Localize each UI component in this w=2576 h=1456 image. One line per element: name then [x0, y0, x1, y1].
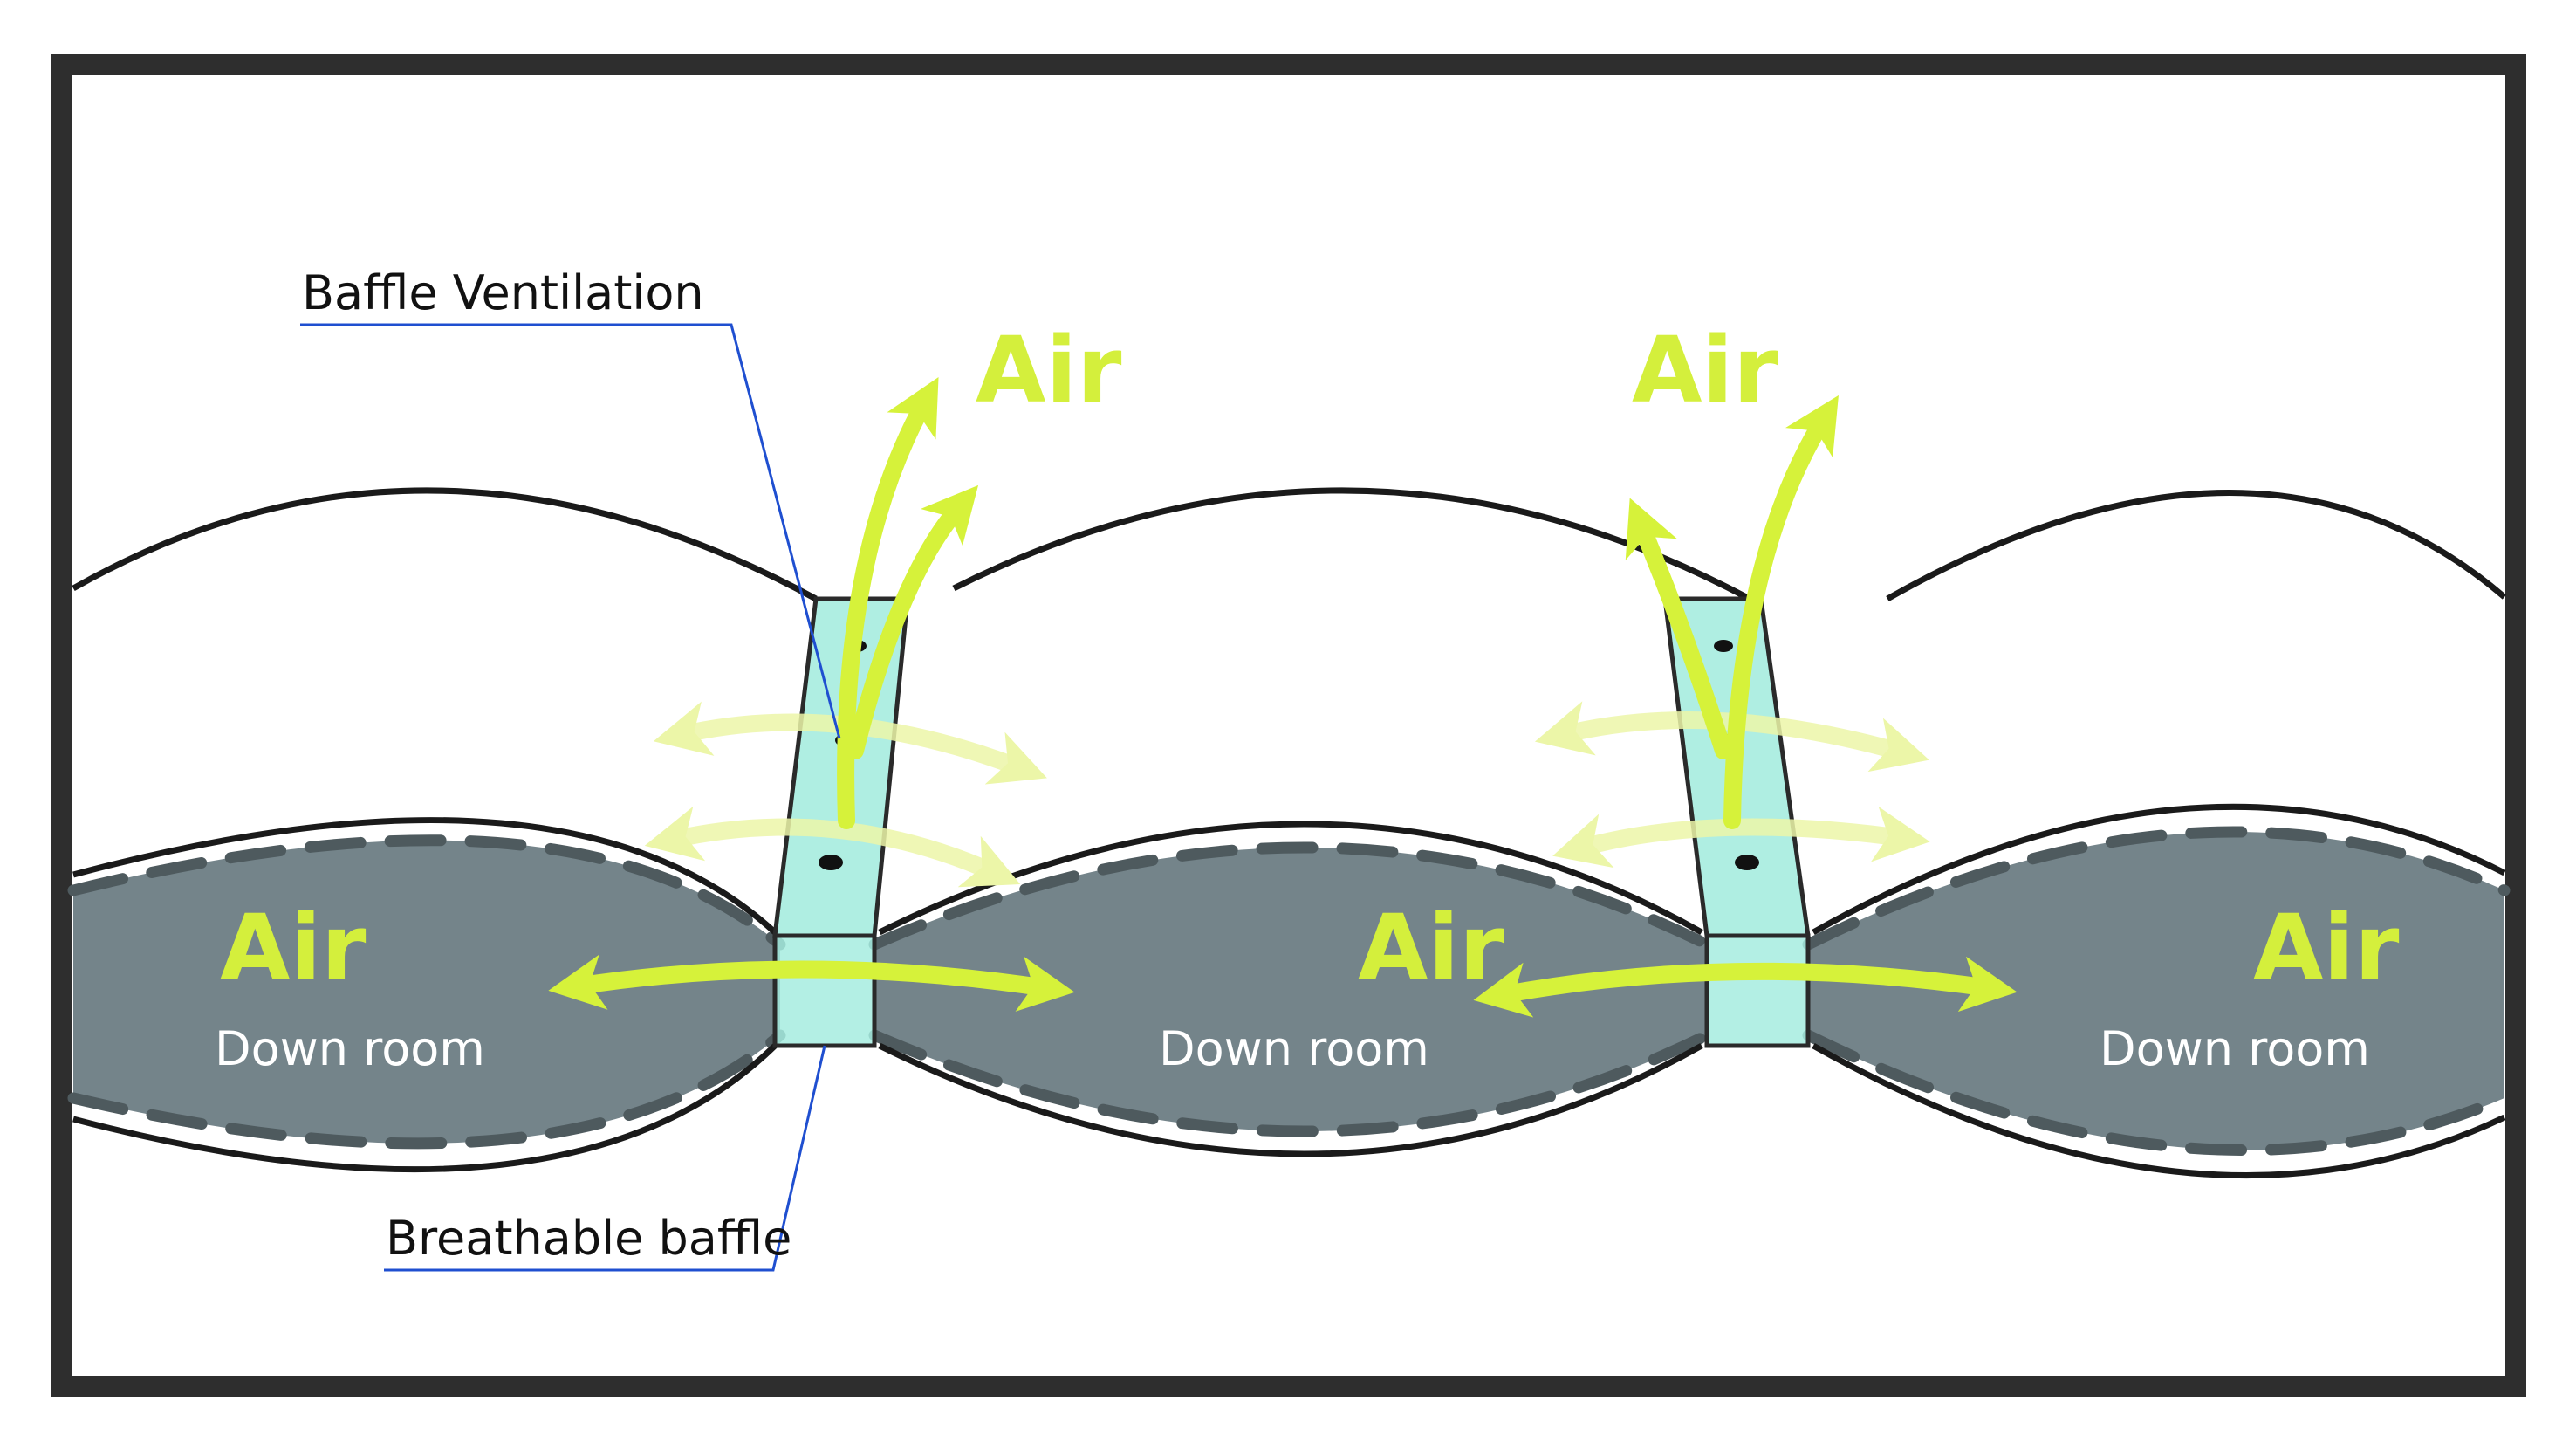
down-room-air-label: Air [2253, 895, 2399, 1001]
breathable-baffle-left [772, 933, 877, 1048]
down-room-label: Down room [2100, 1021, 2370, 1076]
outer-frame [51, 54, 2526, 1397]
air-arrow-up [1723, 395, 1839, 829]
air-arrow-up [1625, 498, 1732, 759]
down-room-air-label: Air [1358, 895, 1504, 1001]
air-flow-arrows [548, 377, 2018, 1018]
breathable-baffle-label: Breathable baffle [386, 1211, 791, 1266]
down-room-2-chamber [874, 848, 1707, 1131]
breathable-baffle-right [1704, 933, 1811, 1048]
air-top-label: Air [1632, 317, 1778, 423]
down-room-label: Down room [215, 1021, 485, 1076]
air-arrow-up [846, 484, 979, 759]
leader-lines [300, 323, 841, 1272]
baffle-ventilation-label: Baffle Ventilation [302, 265, 704, 320]
air-top-label: Air [976, 317, 1121, 423]
down-room-dashed-lines [67, 826, 2511, 1157]
air-arrow-horizontal [1473, 956, 2018, 1018]
vent-hole [1714, 640, 1733, 652]
down-room-air-label: Air [220, 895, 366, 1001]
air-arrow-up [837, 377, 939, 829]
down-room-3-chamber [1808, 831, 2504, 1150]
vent-hole [819, 855, 843, 870]
air-arrow-horizontal [548, 954, 1075, 1012]
down-room-1-chamber [73, 840, 780, 1144]
down-room-chambers [73, 831, 2504, 1150]
vent-hole [1735, 855, 1759, 870]
down-room-label: Down room [1159, 1021, 1429, 1076]
